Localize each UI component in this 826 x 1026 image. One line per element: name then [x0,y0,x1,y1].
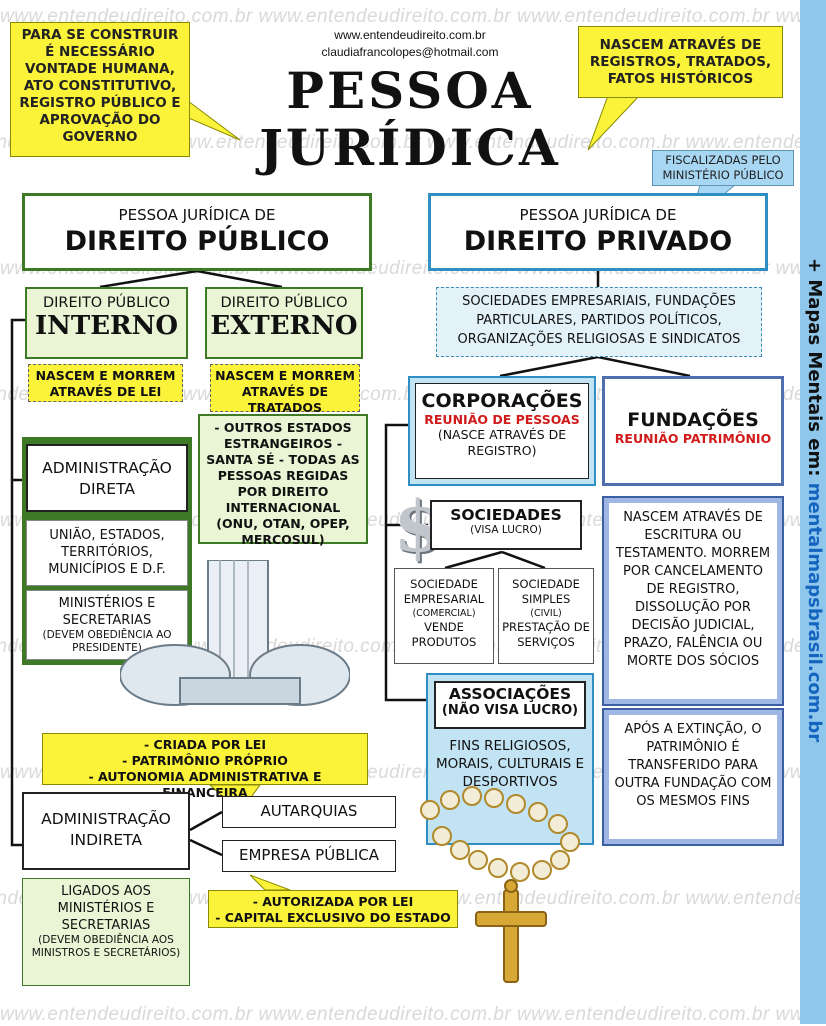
sidebar-prefix: + Mapas Mentais em: [804,258,825,483]
column-illustration [120,560,350,730]
soc-empresarial-title: SOCIEDADE EMPRESARIAL [403,577,485,606]
soc-simples-title: SOCIEDADE SIMPLES [512,577,580,606]
externo-box: DIREITO PÚBLICO EXTERNO [205,287,363,359]
associacoes-box: ASSOCIAÇÕES (NÃO VISA LUCRO) [434,681,586,729]
adm-indireta-box: ADMINISTRAÇÃO INDIRETA [22,792,190,870]
sidebar-strip [800,0,826,1024]
site-url: www.entendeudireito.com.br [334,28,486,42]
externo-note: NASCEM E MORREM ATRAVÉS DE TRATADOS [210,364,360,415]
autarquias-box: AUTARQUIAS [222,796,396,828]
fund-nascem-box: NASCEM ATRAVÉS DE ESCRITURA OU TESTAMENT… [609,503,777,699]
page-title-line2: JURÍDICA [259,118,561,177]
interno-small: DIREITO PÚBLICO [42,295,171,311]
fundacoes-title: FUNDAÇÕES [627,409,759,431]
interno-big: INTERNO [34,311,179,341]
ligados-label: LIGADOS AOS MINISTÉRIOS E SECRETARIAS [57,884,155,933]
watermark-row: www.entendeudireito.com.br www.entendeud… [0,384,800,406]
interno-note: NASCEM E MORREM ATRAVÉS DE LEI [28,364,183,402]
fundacoes-frame: FUNDAÇÕES REUNIÃO PATRIMÔNIO [602,376,784,486]
soc-empresarial-tag: (COMERCIAL) [412,608,476,619]
publico-label-big: DIREITO PÚBLICO [64,226,330,257]
associacoes-title: ASSOCIAÇÕES [448,685,572,703]
rosary-illustration [410,780,600,995]
publico-label-small: PESSOA JURÍDICA DE [118,206,276,224]
privado-list: SOCIEDADES EMPRESARIAIS, FUNDAÇÕES PARTI… [436,287,762,357]
publico-box: PESSOA JURÍDICA DE DIREITO PÚBLICO [22,193,372,271]
fundacoes-box: FUNDAÇÕES REUNIÃO PATRIMÔNIO [605,379,781,483]
callout-requirements: PARA SE CONSTRUIR É NECESSÁRIO VONTADE H… [10,22,190,157]
watermark-row: www.entendeudireito.com.br www.entendeud… [0,1004,800,1025]
sidebar-link[interactable]: + Mapas Mentais em: mentalmapsbrasil.com… [800,0,826,1024]
privado-label-small: PESSOA JURÍDICA DE [519,206,677,224]
externo-small: DIREITO PÚBLICO [220,295,348,311]
privado-box: PESSOA JURÍDICA DE DIREITO PRIVADO [428,193,768,271]
ministerios-label: MINISTÉRIOS E SECRETARIAS [58,596,156,628]
autarquias-note-2: - PATRIMÔNIO PRÓPRIO [122,753,288,768]
fundacoes-red: REUNIÃO PATRIMÔNIO [614,431,772,446]
ligados-note: (DEVEM OBEDIÊNCIA AOS MINISTROS E SECRET… [31,934,181,959]
corporacoes-red: REUNIÃO DE PESSOAS [424,412,580,427]
soc-empresarial-box: SOCIEDADE EMPRESARIAL (COMERCIAL) VENDE … [394,568,494,664]
privado-label-big: DIREITO PRIVADO [463,226,733,257]
soc-simples-tag: (CIVIL) [530,608,562,619]
corporacoes-frame: CORPORAÇÕES REUNIÃO DE PESSOAS (NASCE AT… [408,376,596,486]
empresa-note-1: - AUTORIZADA POR LEI [252,894,414,909]
ligados-box: LIGADOS AOS MINISTÉRIOS E SECRETARIAS (D… [22,878,190,986]
associacoes-note: (NÃO VISA LUCRO) [441,703,579,718]
soc-simples-desc: PRESTAÇÃO DE SERVIÇOS [502,620,590,649]
fund-nascem-frame: NASCEM ATRAVÉS DE ESCRITURA OU TESTAMENT… [602,496,784,706]
empresa-publica-box: EMPRESA PÚBLICA [222,840,396,872]
autarquias-notes: - CRIADA POR LEI - PATRIMÔNIO PRÓPRIO - … [42,733,368,800]
empresa-notes: - AUTORIZADA POR LEI - CAPITAL EXCLUSIVO… [208,890,458,928]
sidebar-url[interactable]: mentalmapsbrasil.com.br [804,482,825,743]
empresa-note-2: - CAPITAL EXCLUSIVO DO ESTADO [215,910,451,925]
interno-box: DIREITO PÚBLICO INTERNO [25,287,188,359]
corporacoes-title: CORPORAÇÕES [421,390,583,412]
externo-list: - OUTROS ESTADOS ESTRANGEIROS - SANTA SÉ… [198,414,368,547]
sociedades-note: (VISA LUCRO) [470,524,542,536]
uniao-box: UNIÃO, ESTADOS, TERRITÓRIOS, MUNICÍPIOS … [26,520,188,586]
adm-direta-box: ADMINISTRAÇÃO DIRETA [26,444,188,512]
callout-origin: NASCEM ATRAVÉS DE REGISTROS, TRATADOS, F… [578,26,783,98]
associacoes-frame: ASSOCIAÇÕES (NÃO VISA LUCRO) FINS RELIGI… [426,673,594,845]
sociedades-title: SOCIEDADES [450,506,562,524]
callout-fiscalizadas: FISCALIZADAS PELO MINISTÉRIO PÚBLICO [652,150,794,186]
ministerios-note: (DEVEM OBEDIÊNCIA AO PRESIDENTE) [42,629,172,654]
sociedades-box: SOCIEDADES (VISA LUCRO) [430,500,582,550]
fund-extincao-frame: APÓS A EXTINÇÃO, O PATRIMÔNIO É TRANSFER… [602,708,784,846]
autarquias-note-1: - CRIADA POR LEI [144,737,266,752]
watermark-row: www.entendeudireito.com.br www.entendeud… [0,6,800,27]
page-title-line1: PESSOA [286,61,534,120]
externo-big: EXTERNO [210,311,358,341]
fund-extincao-box: APÓS A EXTINÇÃO, O PATRIMÔNIO É TRANSFER… [609,715,777,839]
corporacoes-box: CORPORAÇÕES REUNIÃO DE PESSOAS (NASCE AT… [415,383,589,479]
soc-simples-box: SOCIEDADE SIMPLES (CIVIL) PRESTAÇÃO DE S… [498,568,594,664]
soc-empresarial-desc: VENDE PRODUTOS [411,620,477,649]
associacoes-fins: FINS RELIGIOSOS, MORAIS, CULTURAIS E DES… [435,738,584,790]
contact-email: claudiafrancolopes@hotmail.com [321,45,499,59]
corporacoes-note: (NASCE ATRAVÉS DE REGISTRO) [437,427,567,458]
